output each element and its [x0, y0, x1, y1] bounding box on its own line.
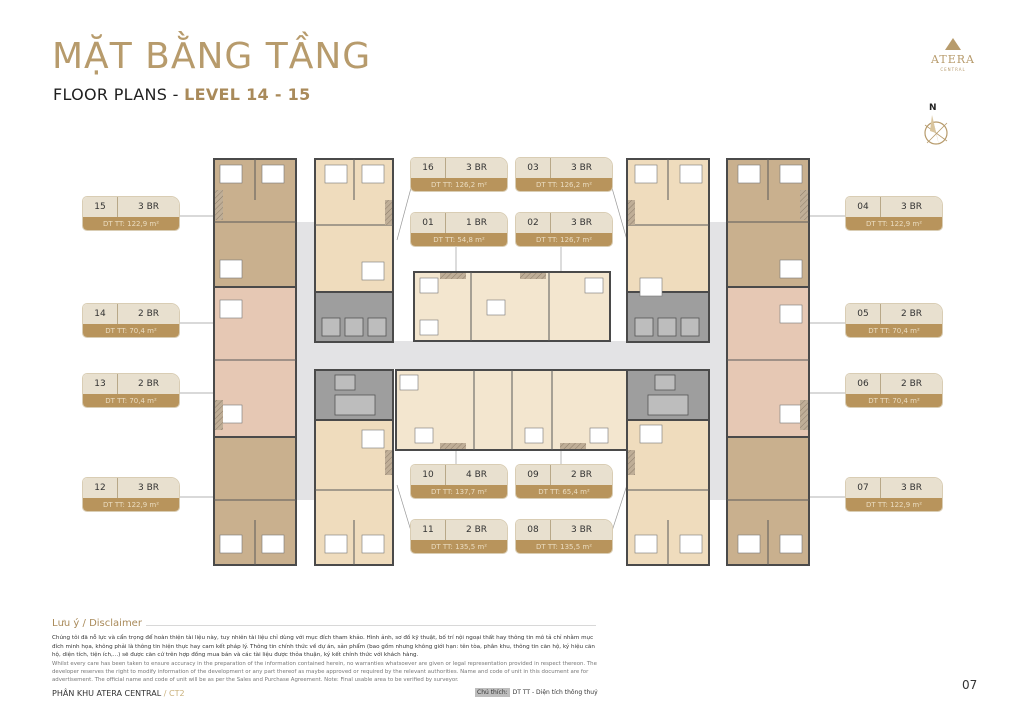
logo-sub: CENTRAL	[940, 67, 966, 72]
logo-mark-icon	[945, 38, 961, 50]
unit-tag-09[interactable]: 09 2 BR DT TT: 65,4 m²	[516, 465, 612, 498]
unit-tag-14[interactable]: 14 2 BR DT TT: 70,4 m²	[83, 304, 179, 337]
unit-tag-12[interactable]: 12 3 BR DT TT: 122,9 m²	[83, 478, 179, 511]
unit-type: 3 BR	[900, 483, 922, 493]
unit-number: 15	[83, 197, 118, 217]
unit-type: 2 BR	[465, 525, 487, 535]
unit-type: 3 BR	[570, 163, 592, 173]
unit-area: DT TT: 122,9 m²	[846, 217, 942, 230]
unit-area: DT TT: 135,5 m²	[411, 540, 507, 553]
unit-number: 12	[83, 478, 118, 498]
unit-area: DT TT: 126,2 m²	[411, 178, 507, 191]
unit-type: 3 BR	[465, 163, 487, 173]
subtitle-prefix: FLOOR PLANS -	[53, 85, 185, 104]
unit-tag-15[interactable]: 15 3 BR DT TT: 122,9 m²	[83, 197, 179, 230]
unit-area: DT TT: 70,4 m²	[83, 394, 179, 407]
unit-type: 4 BR	[465, 470, 487, 480]
unit-area: DT TT: 135,5 m²	[516, 540, 612, 553]
unit-number: 08	[516, 520, 551, 540]
unit-type: 3 BR	[900, 202, 922, 212]
atera-logo: ATERA CENTRAL	[925, 38, 981, 72]
unit-area: DT TT: 70,4 m²	[846, 324, 942, 337]
unit-number: 03	[516, 158, 551, 178]
legend-value: DT TT - Diện tích thông thuỷ	[512, 689, 598, 696]
unit-area: DT TT: 137,7 m²	[411, 485, 507, 498]
unit-number: 14	[83, 304, 118, 324]
unit-area: DT TT: 122,9 m²	[83, 217, 179, 230]
unit-tag-16[interactable]: 16 3 BR DT TT: 126,2 m²	[411, 158, 507, 191]
unit-tag-06[interactable]: 06 2 BR DT TT: 70,4 m²	[846, 374, 942, 407]
unit-area: DT TT: 122,9 m²	[83, 498, 179, 511]
unit-number: 13	[83, 374, 118, 394]
unit-type: 1 BR	[465, 218, 487, 228]
disclaimer-divider	[146, 625, 596, 626]
unit-area: DT TT: 70,4 m²	[83, 324, 179, 337]
unit-number: 04	[846, 197, 881, 217]
unit-area: DT TT: 54,8 m²	[411, 233, 507, 246]
unit-type: 3 BR	[137, 202, 159, 212]
building-code: CT2	[169, 689, 185, 698]
unit-number: 10	[411, 465, 446, 485]
unit-tag-02[interactable]: 02 3 BR DT TT: 126,7 m²	[516, 213, 612, 246]
unit-number: 11	[411, 520, 446, 540]
unit-tag-01[interactable]: 01 1 BR DT TT: 54,8 m²	[411, 213, 507, 246]
north-label: N	[929, 103, 937, 113]
unit-area: DT TT: 122,9 m²	[846, 498, 942, 511]
unit-tag-03[interactable]: 03 3 BR DT TT: 126,2 m²	[516, 158, 612, 191]
logo-name: ATERA	[931, 53, 975, 66]
unit-type: 2 BR	[570, 470, 592, 480]
legend-label: Chú thích:	[475, 688, 510, 697]
unit-area: DT TT: 70,4 m²	[846, 394, 942, 407]
unit-area: DT TT: 126,7 m²	[516, 233, 612, 246]
unit-type: 2 BR	[900, 379, 922, 389]
level-label: LEVEL 14 - 15	[184, 85, 311, 104]
unit-type: 2 BR	[137, 379, 159, 389]
page-title: MẶT BẰNG TẦNG	[52, 36, 372, 77]
unit-tag-11[interactable]: 11 2 BR DT TT: 135,5 m²	[411, 520, 507, 553]
unit-number: 06	[846, 374, 881, 394]
unit-type: 2 BR	[900, 309, 922, 319]
compass-icon: N	[919, 103, 955, 153]
unit-tag-05[interactable]: 05 2 BR DT TT: 70,4 m²	[846, 304, 942, 337]
disclaimer-title: Lưu ý / Disclaimer	[52, 618, 142, 629]
unit-type: 3 BR	[570, 525, 592, 535]
disclaimer-english: Whilst every care has been taken to ensu…	[52, 661, 597, 684]
zone-separator: /	[163, 689, 167, 698]
zone-label: PHÂN KHU ATERA CENTRAL / CT2	[52, 689, 185, 698]
unit-type: 3 BR	[570, 218, 592, 228]
page-subtitle: FLOOR PLANS - LEVEL 14 - 15	[53, 85, 311, 104]
legend-note: Chú thích:DT TT - Diện tích thông thuỷ	[475, 688, 601, 697]
unit-tag-13[interactable]: 13 2 BR DT TT: 70,4 m²	[83, 374, 179, 407]
unit-number: 16	[411, 158, 446, 178]
floor-plan	[179, 158, 845, 566]
unit-number: 01	[411, 213, 446, 233]
unit-number: 05	[846, 304, 881, 324]
unit-area: DT TT: 126,2 m²	[516, 178, 612, 191]
unit-tag-04[interactable]: 04 3 BR DT TT: 122,9 m²	[846, 197, 942, 230]
disclaimer-vietnamese: Chúng tôi đã nỗ lực và cẩn trọng để hoàn…	[52, 635, 595, 658]
unit-area: DT TT: 65,4 m²	[516, 485, 612, 498]
unit-tag-07[interactable]: 07 3 BR DT TT: 122,9 m²	[846, 478, 942, 511]
unit-tag-08[interactable]: 08 3 BR DT TT: 135,5 m²	[516, 520, 612, 553]
unit-number: 09	[516, 465, 551, 485]
unit-tag-10[interactable]: 10 4 BR DT TT: 137,7 m²	[411, 465, 507, 498]
unit-type: 2 BR	[137, 309, 159, 319]
unit-type: 3 BR	[137, 483, 159, 493]
zone-name: PHÂN KHU ATERA CENTRAL	[52, 689, 162, 698]
unit-number: 02	[516, 213, 551, 233]
unit-number: 07	[846, 478, 881, 498]
page-number: 07	[962, 678, 978, 692]
